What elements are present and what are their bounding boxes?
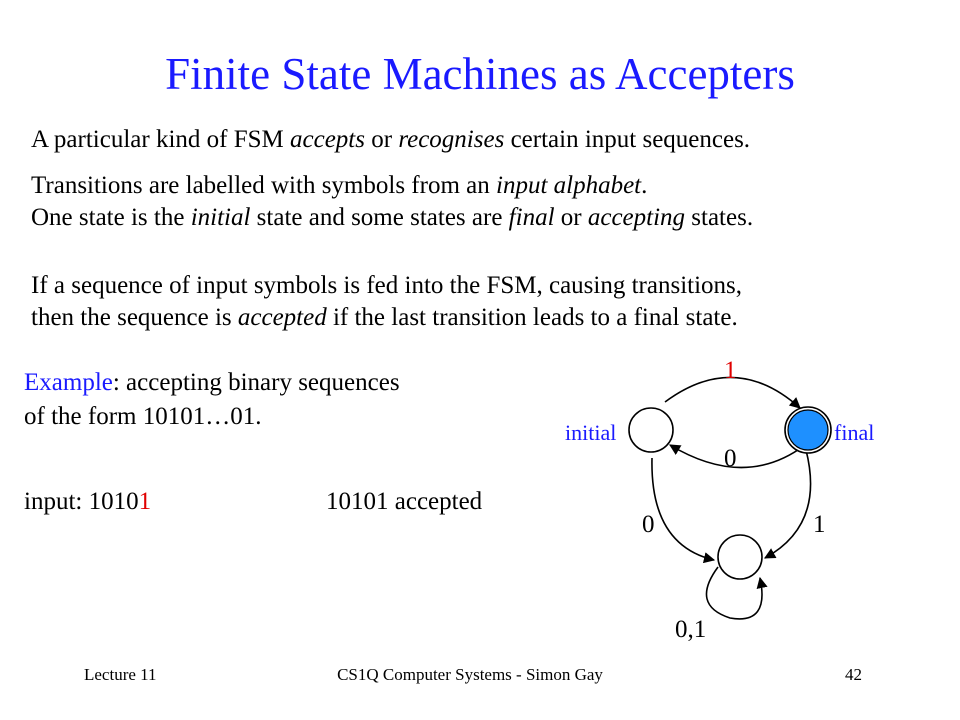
label-initial: initial: [565, 420, 616, 445]
emphasis: initial: [190, 204, 251, 231]
example-text: Example: accepting binary sequences of t…: [24, 366, 400, 434]
label-left-edge: 0: [642, 511, 655, 538]
paragraph-sequence: If a sequence of input symbols is fed in…: [31, 270, 742, 334]
edge-final-to-initial: [669, 444, 806, 469]
example-label: Example: [24, 369, 113, 396]
text: : accepting binary sequences: [112, 369, 400, 396]
paragraph-transitions: Transitions are labelled with symbols fr…: [31, 170, 753, 234]
text: then the sequence is: [31, 304, 238, 331]
label-final: final: [834, 420, 874, 445]
state-dead: [717, 534, 763, 580]
footer-course: CS1Q Computer Systems - Simon Gay: [337, 665, 603, 684]
input-prefix: input: 1010: [24, 488, 139, 515]
footer-page-number: 42: [845, 665, 862, 684]
label-top-edge: 1: [724, 357, 737, 384]
state-final-outer: [784, 406, 832, 454]
text: If a sequence of input symbols is fed in…: [31, 272, 743, 299]
text: Transitions are labelled with symbols fr…: [31, 172, 496, 199]
emphasis: final: [508, 204, 555, 231]
emphasis: accepting: [587, 204, 686, 231]
label-middle-edge: 0: [724, 445, 737, 472]
text: if the last transition leads to a final …: [326, 304, 738, 331]
emphasis: recognises: [398, 126, 505, 153]
result-text: 10101 accepted: [326, 488, 483, 515]
text: A particular kind of FSM: [31, 126, 291, 153]
input-highlight: 1: [138, 488, 152, 515]
text: certain input sequences.: [504, 126, 751, 153]
emphasis: accepts: [290, 126, 365, 153]
emphasis: accepted: [237, 304, 327, 331]
edge-initial-to-dead: [651, 457, 716, 564]
footer-lecture: Lecture 11: [84, 665, 157, 684]
text: state and some states are: [250, 204, 509, 231]
text: .: [641, 172, 648, 199]
text: of the form 10101…01.: [24, 403, 262, 430]
edge-initial-to-final: [664, 376, 801, 409]
text: or: [554, 204, 588, 231]
paragraph-accepts: A particular kind of FSM accepts or reco…: [31, 124, 750, 156]
text: One state is the: [31, 204, 191, 231]
edge-final-to-dead: [764, 449, 812, 559]
text: or: [364, 126, 399, 153]
input-sequence: input: 10101: [24, 488, 151, 516]
slide-title: Finite State Machines as Accepters: [165, 49, 795, 99]
text: states.: [685, 204, 754, 231]
emphasis: input alphabet: [496, 172, 642, 199]
label-self-loop: 0,1: [675, 616, 706, 643]
state-final: [787, 409, 829, 451]
state-initial: [628, 407, 674, 453]
label-right-edge: 1: [813, 511, 826, 538]
edge-dead-self-loop: [705, 566, 768, 620]
